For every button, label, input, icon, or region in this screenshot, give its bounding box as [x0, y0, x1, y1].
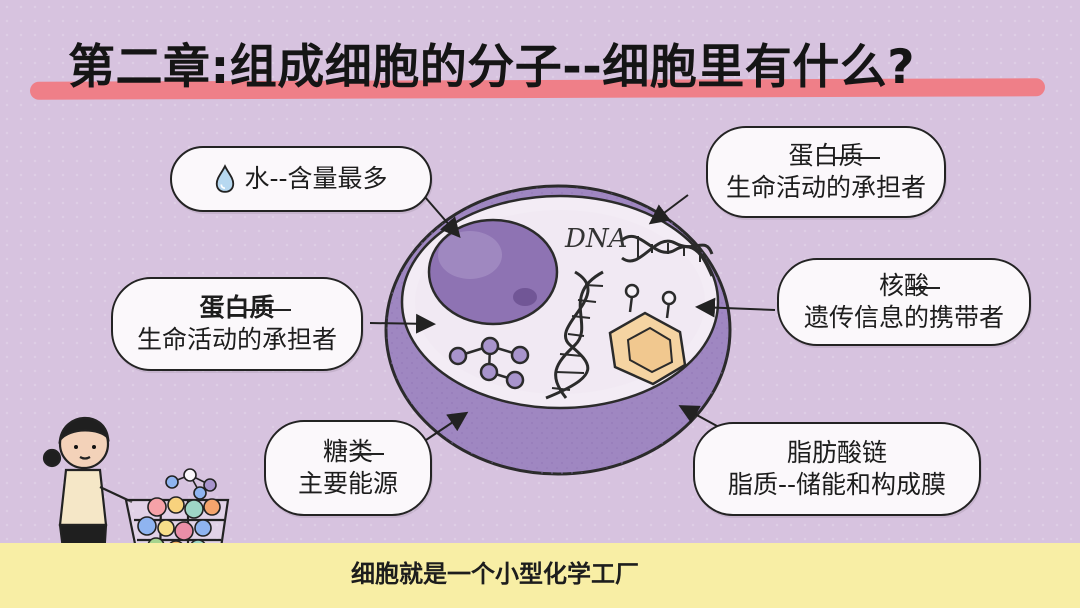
ring-molecule: [608, 283, 687, 386]
callout-protein-left: 蛋白质 生命活动的承担者: [111, 277, 363, 371]
lipid-title: 脂肪酸链: [786, 438, 887, 467]
page-title: 第二章:组成细胞的分子--细胞里有什么?: [68, 40, 916, 95]
sugar-description: 主要能源: [297, 469, 398, 498]
footer-text: 细胞就是一个小型化学工厂: [351, 560, 639, 588]
water-drop-icon: [216, 164, 235, 193]
sugar-title: 糖类: [322, 437, 385, 466]
dna-label: DNA: [564, 224, 627, 254]
nucleic-acid-title: 核酸: [878, 271, 941, 300]
callout-water: 水--含量最多: [170, 146, 432, 212]
protein-description: 生命活动的承担者: [725, 173, 926, 202]
nucleus: [427, 218, 559, 326]
dna-helix-small: [621, 234, 714, 277]
lipid-description: 脂质--储能和构成膜: [727, 470, 947, 499]
molecule-chain: [448, 336, 530, 390]
nucleic-acid-description: 遗传信息的携带者: [803, 303, 1004, 332]
callout-sugar: 糖类 主要能源: [264, 420, 432, 516]
callout-protein-top-right: 蛋白质 生命活动的承担者: [706, 126, 946, 218]
dna-helix-large: [545, 270, 604, 400]
water-label: 水--含量最多: [244, 164, 388, 193]
title-area: 第二章:组成细胞的分子--细胞里有什么?: [29, 28, 1050, 108]
footer-band: [0, 543, 1080, 608]
protein-left-title: 蛋白质: [199, 293, 292, 322]
protein-title: 蛋白质: [788, 141, 881, 170]
callout-nucleic-acid: 核酸 遗传信息的携带者: [777, 258, 1031, 346]
protein-left-description: 生命活动的承担者: [136, 325, 337, 354]
callout-lipid: 脂肪酸链 脂质--储能和构成膜: [693, 422, 981, 516]
